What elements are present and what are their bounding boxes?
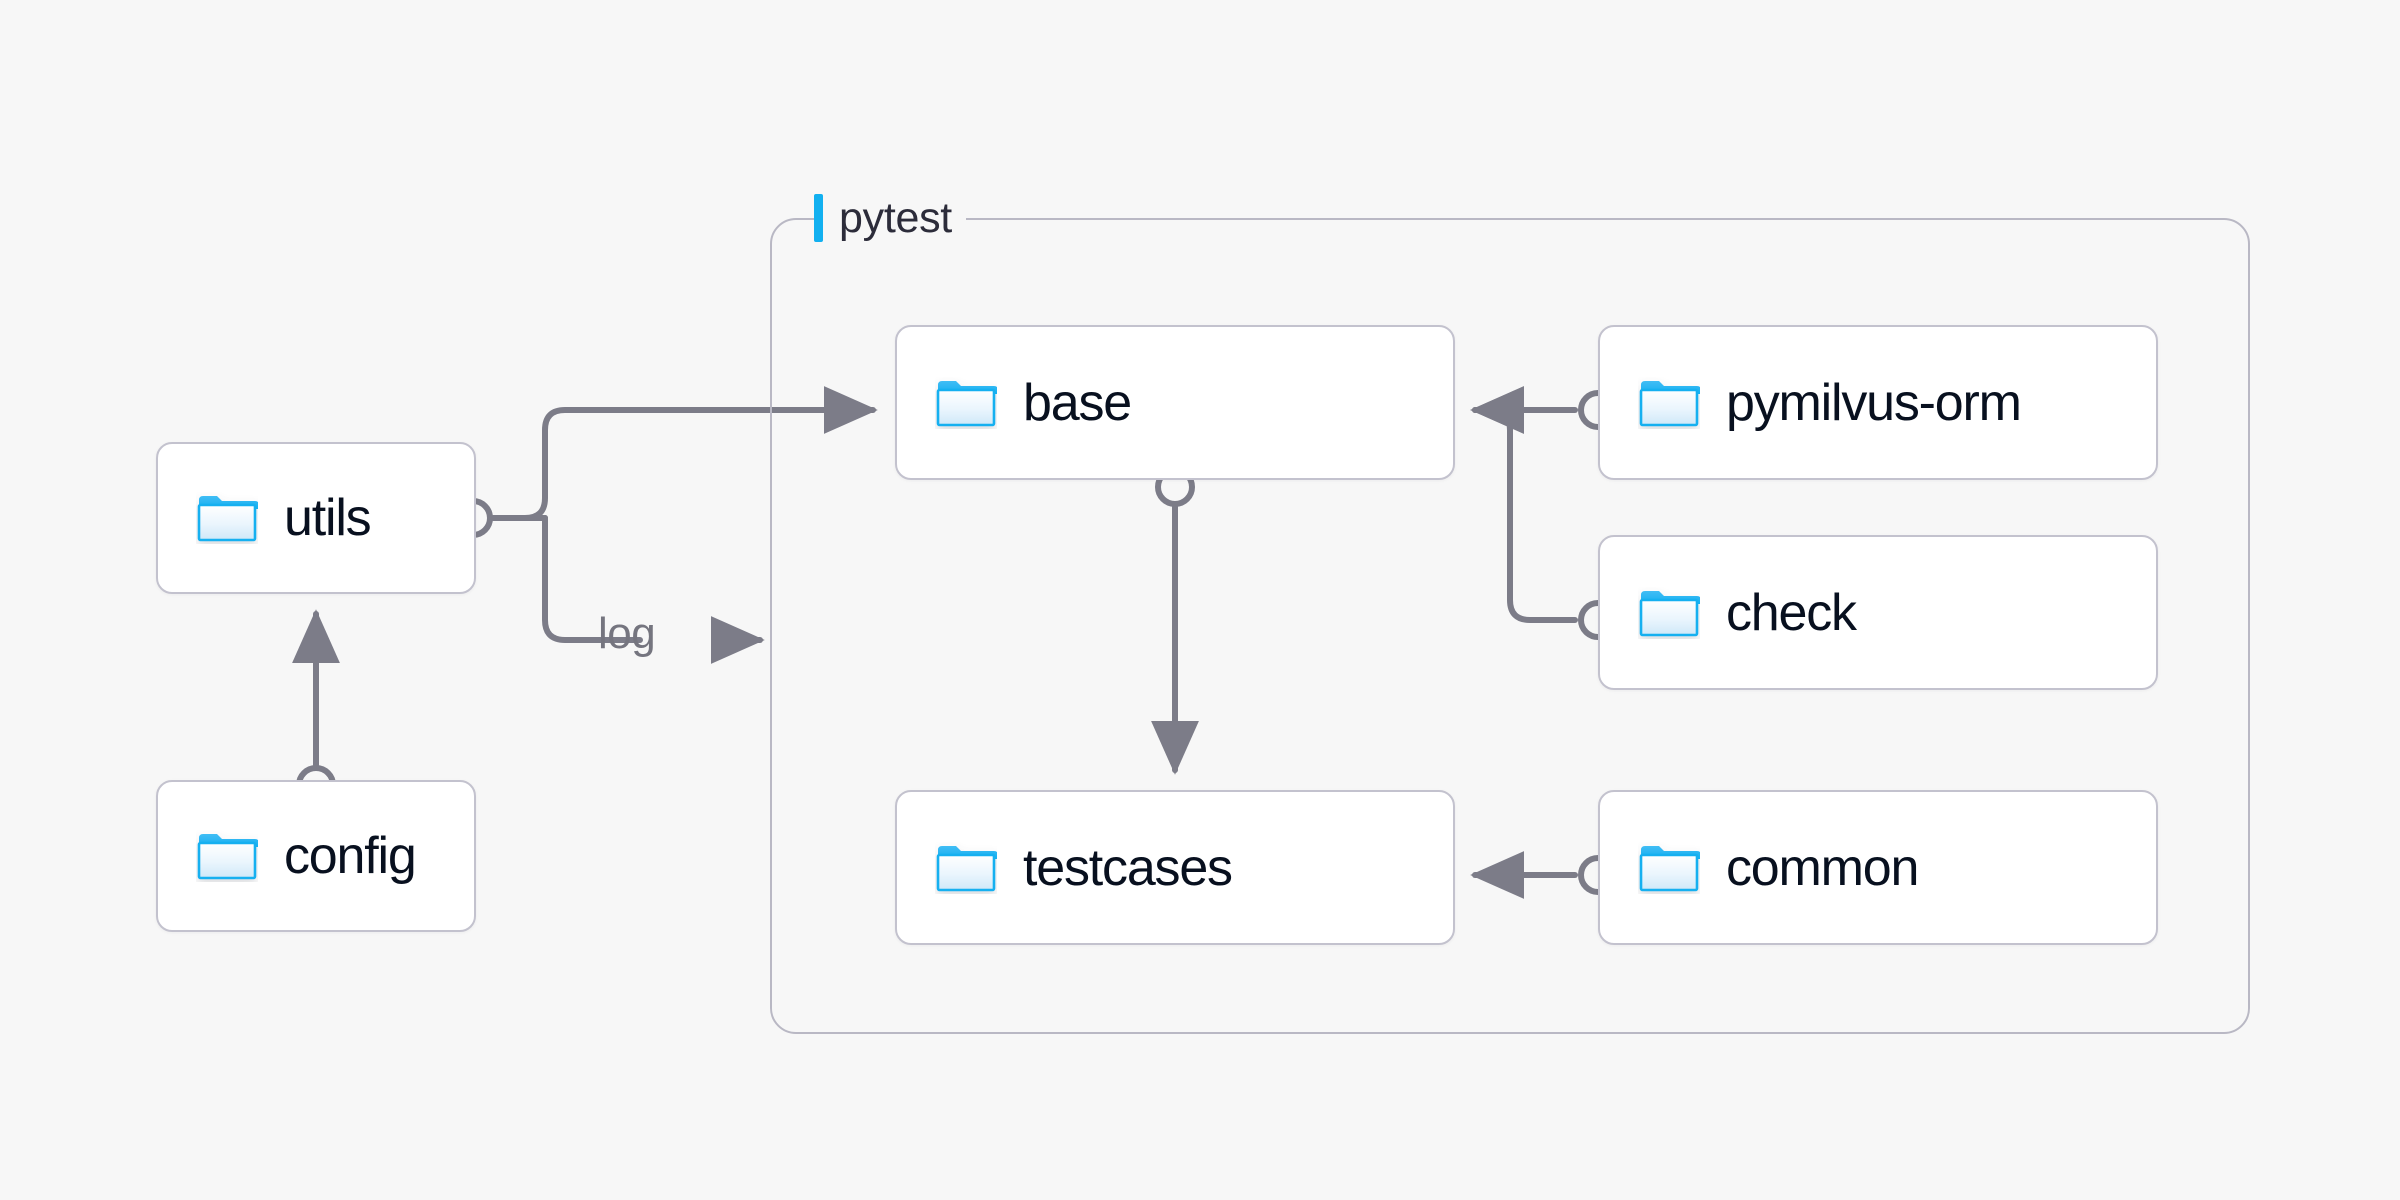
node-label: base [1023,373,1132,432]
node-label: testcases [1023,838,1233,897]
group-box-pytest [770,218,2250,1034]
folder-icon [936,380,997,426]
node-pymilvus-orm[interactable]: pymilvus-orm [1598,325,2158,480]
folder-icon [1639,590,1700,636]
node-label: config [284,827,417,885]
node-config[interactable]: config [156,780,476,932]
folder-icon [936,845,997,891]
folder-icon [197,496,258,542]
node-label: utils [284,489,372,547]
node-testcases[interactable]: testcases [895,790,1455,945]
node-common[interactable]: common [1598,790,2158,945]
folder-icon [1639,845,1700,891]
folder-icon [1639,380,1700,426]
group-title: pytest [839,194,952,242]
node-label: common [1726,838,1919,897]
group-accent-bar [814,194,823,242]
node-base[interactable]: base [895,325,1455,480]
group-label-pytest: pytest [814,191,966,245]
folder-icon [197,834,258,880]
node-label: check [1726,583,1857,642]
edge-label-log: log [598,609,656,658]
node-utils[interactable]: utils [156,442,476,594]
node-label: pymilvus-orm [1726,373,2022,432]
node-check[interactable]: check [1598,535,2158,690]
